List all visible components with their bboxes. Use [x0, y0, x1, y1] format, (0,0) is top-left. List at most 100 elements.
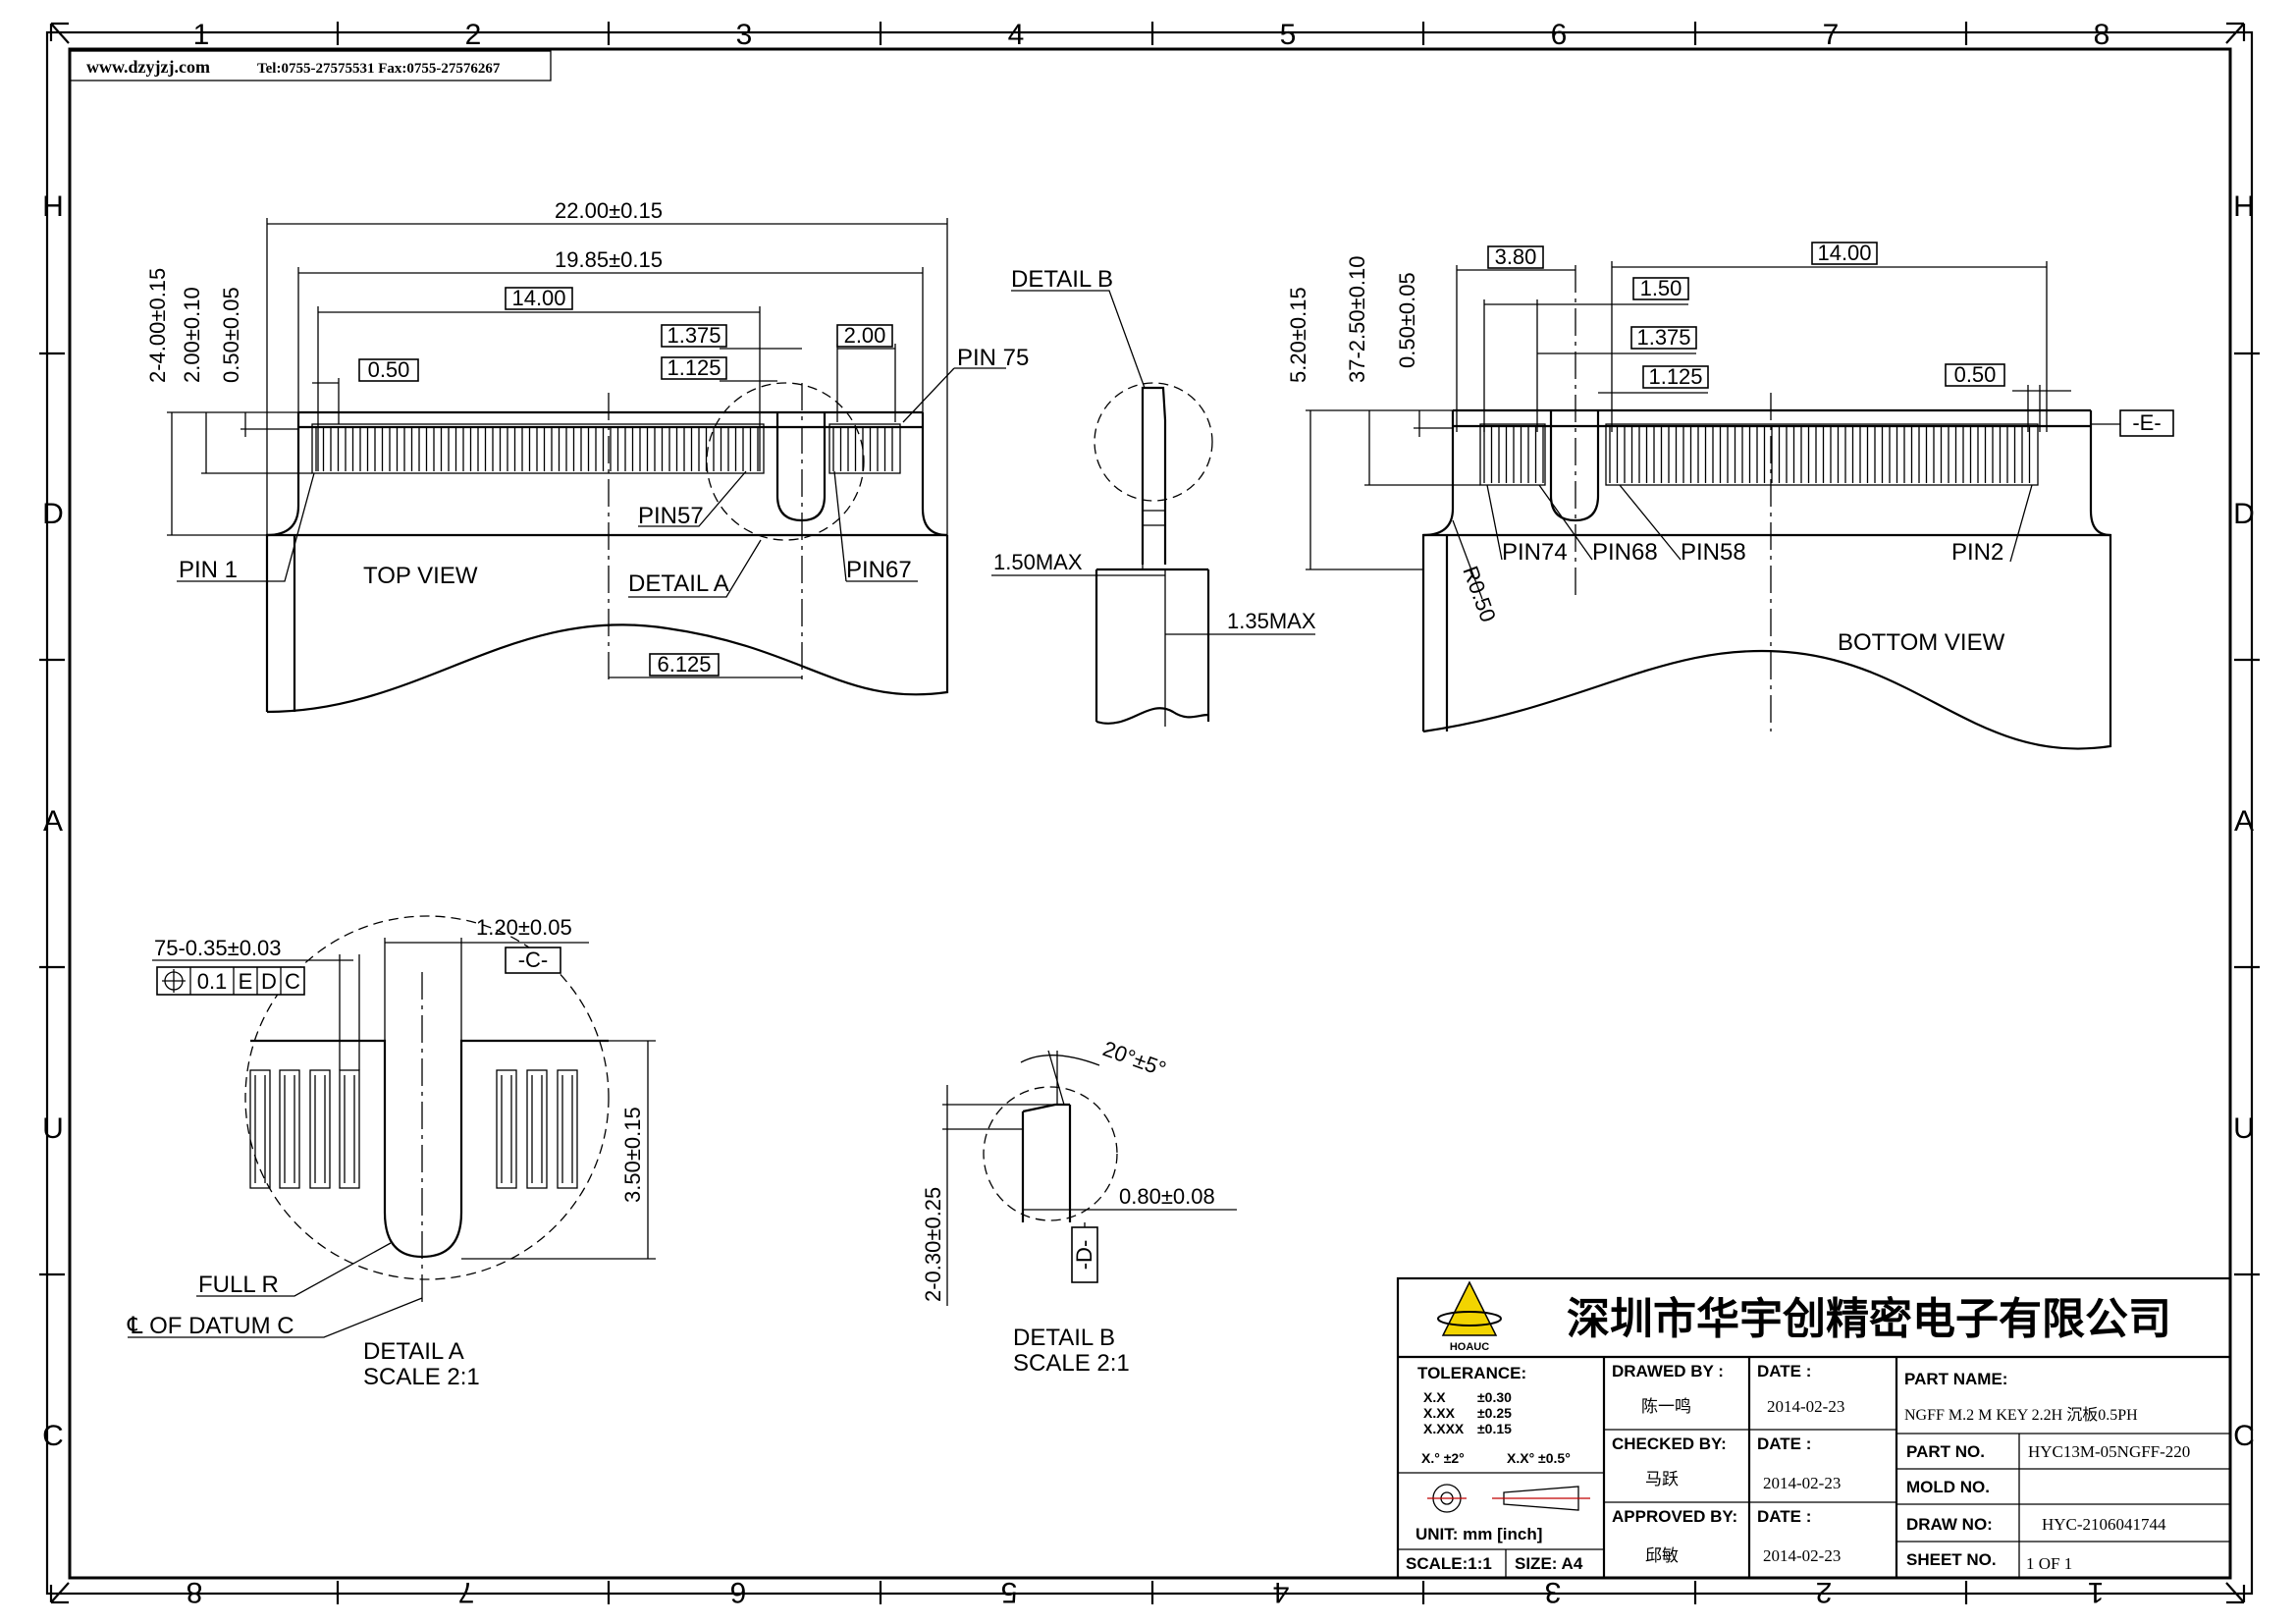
da-scale: SCALE 2:1 — [363, 1364, 480, 1390]
date-2: 2014-02-23 — [1763, 1474, 1841, 1492]
draw-no-label: DRAW NO: — [1906, 1515, 1993, 1534]
dim-fourteen: 14.00 — [511, 286, 565, 310]
zone-col-bottom-6: 6 — [730, 1576, 747, 1608]
tol-v1: ±0.30 — [1477, 1389, 1512, 1405]
drawed-by: 陈一鸣 — [1641, 1397, 1691, 1416]
zone-row-left-4: U — [42, 1112, 64, 1145]
bv-dim-v050: 0.50±0.05 — [1395, 272, 1419, 368]
zone-col-bottom-5: 5 — [1001, 1576, 1018, 1608]
checked-by-label: CHECKED BY: — [1612, 1435, 1727, 1453]
zone-row-right-3: A — [2234, 805, 2254, 838]
size-text: SIZE: A4 — [1515, 1554, 1583, 1573]
zone-row-right-1: H — [2233, 190, 2255, 223]
detail-b: 20°±5° 2-0.30±0.25 0.80±0.08 -D- DETAIL … — [921, 1036, 1237, 1377]
detail-a: 75-0.35±0.03 0.1 E D C 1.20±0.05 -C- 3.5… — [127, 915, 656, 1390]
label-pin1: PIN 1 — [179, 557, 238, 583]
bv-label-pin2: PIN2 — [1951, 539, 2003, 566]
bv-dim-1125: 1.125 — [1648, 364, 1702, 389]
sheet-no: 1 OF 1 — [2026, 1554, 2072, 1573]
dim-1125: 1.125 — [667, 355, 721, 380]
da-width: 1.20±0.05 — [476, 915, 572, 940]
zone-row-left-3: A — [43, 805, 63, 838]
bv-dim-150: 1.50 — [1640, 276, 1682, 300]
db-scale: SCALE 2:1 — [1013, 1350, 1130, 1377]
dim-050: 0.50 — [368, 357, 410, 382]
checked-by: 马跃 — [1645, 1470, 1679, 1489]
zone-col-bottom-3: 3 — [1545, 1576, 1562, 1608]
company-logo-icon: HOAUC — [1437, 1280, 1502, 1353]
angle-tol-2: X.X° ±0.5° — [1507, 1450, 1571, 1466]
zone-col-6: 6 — [1551, 19, 1568, 51]
label-pin57: PIN57 — [638, 503, 704, 529]
part-no-label: PART NO. — [1906, 1442, 1985, 1461]
label-pin67: PIN67 — [846, 557, 912, 583]
inner-border — [68, 47, 2232, 1580]
website-link[interactable]: www.dzyjzj.com — [86, 57, 210, 77]
detail-b-side: DETAIL B 1.50MAX 1.35MAX — [991, 266, 1316, 727]
top-view: 22.00±0.15 19.85±0.15 14.00 1.375 1.125 … — [145, 198, 1029, 714]
zone-col-bottom-2: 2 — [1816, 1576, 1833, 1608]
approved-by: 邱敏 — [1645, 1546, 1679, 1565]
da-tol-e: E — [239, 969, 253, 994]
company-name: 深圳市华宇创精密电子有限公司 — [1567, 1295, 2171, 1343]
bv-label-pin74: PIN74 — [1502, 539, 1568, 566]
dim-200: 2.00 — [844, 323, 886, 348]
outer-border — [45, 30, 2254, 1596]
bv-dim-1375: 1.375 — [1636, 325, 1690, 350]
dim-6125: 6.125 — [657, 652, 711, 677]
contact-text: Tel:0755-27575531 Fax:0755-27576267 — [257, 61, 501, 77]
zone-col-5: 5 — [1280, 19, 1297, 51]
da-datum-c: -C- — [518, 947, 549, 972]
date-1: 2014-02-23 — [1767, 1397, 1844, 1416]
dim-1375: 1.375 — [667, 323, 721, 348]
da-height: 3.50±0.15 — [620, 1107, 645, 1203]
db-datum-d: -D- — [1072, 1240, 1096, 1271]
da-tolerance-frame: 0.1 E D C — [156, 966, 305, 996]
dim-v050: 0.50±0.05 — [219, 287, 243, 383]
date-3: 2014-02-23 — [1763, 1546, 1841, 1565]
bv-dim-380: 3.80 — [1495, 244, 1537, 269]
zone-col-bottom-1: 1 — [2088, 1576, 2105, 1608]
zone-row-left-1: H — [42, 190, 64, 223]
projection-symbol-icon — [1427, 1484, 1590, 1513]
date-label-1: DATE : — [1757, 1362, 1811, 1380]
zone-col-bottom-8: 8 — [187, 1576, 203, 1608]
zone-col-bottom-4: 4 — [1273, 1576, 1290, 1608]
da-title: DETAIL A — [363, 1338, 464, 1365]
da-full-r: FULL R — [198, 1272, 279, 1298]
db-thickness: 0.80±0.08 — [1119, 1184, 1215, 1209]
bv-dim-r050: R0.50 — [1458, 563, 1501, 625]
angle-tol-1: X.° ±2° — [1421, 1450, 1465, 1466]
zone-ticks — [39, 22, 2260, 1604]
tol-v2: ±0.25 — [1477, 1405, 1512, 1421]
date-label-3: DATE : — [1757, 1507, 1811, 1526]
detail-b-side-title: DETAIL B — [1011, 266, 1113, 293]
draw-no: HYC-2106041744 — [2042, 1515, 2166, 1534]
da-tol-d: D — [261, 969, 277, 994]
zone-row-left-2: D — [42, 498, 64, 530]
scale-text: SCALE:1:1 — [1406, 1554, 1492, 1573]
da-pitch: 75-0.35±0.03 — [154, 936, 282, 960]
tolerance-label: TOLERANCE: — [1417, 1364, 1526, 1382]
label-pin75: PIN 75 — [957, 345, 1029, 371]
part-name: NGFF M.2 M KEY 2.2H 沉板0.5PH — [1904, 1406, 2138, 1424]
tol-v3: ±0.15 — [1477, 1421, 1512, 1436]
date-label-2: DATE : — [1757, 1435, 1811, 1453]
sheet-no-label: SHEET NO. — [1906, 1550, 1997, 1569]
bv-label-pin58: PIN58 — [1681, 539, 1746, 566]
tol-k2: X.XX — [1423, 1405, 1456, 1421]
unit-text: UNIT: mm [inch] — [1415, 1525, 1542, 1543]
bottom-view: 3.80 14.00 1.50 1.375 1.125 0.50 -E- 5.2… — [1286, 241, 2174, 750]
dim-pitch-span: 19.85±0.15 — [555, 247, 663, 272]
dim-overall: 22.00±0.15 — [555, 198, 663, 223]
zone-row-left-5: C — [42, 1420, 64, 1452]
da-tol-c: C — [285, 969, 300, 994]
top-view-pins-left — [311, 423, 765, 474]
bv-dim-1400: 14.00 — [1817, 241, 1871, 265]
bv-datum-e: -E- — [2132, 410, 2161, 435]
db-height: 2-0.30±0.25 — [921, 1187, 945, 1302]
bottom-view-title: BOTTOM VIEW — [1838, 629, 2005, 656]
zone-row-right-4: U — [2233, 1112, 2255, 1145]
logo-text: HOAUC — [1450, 1341, 1489, 1353]
